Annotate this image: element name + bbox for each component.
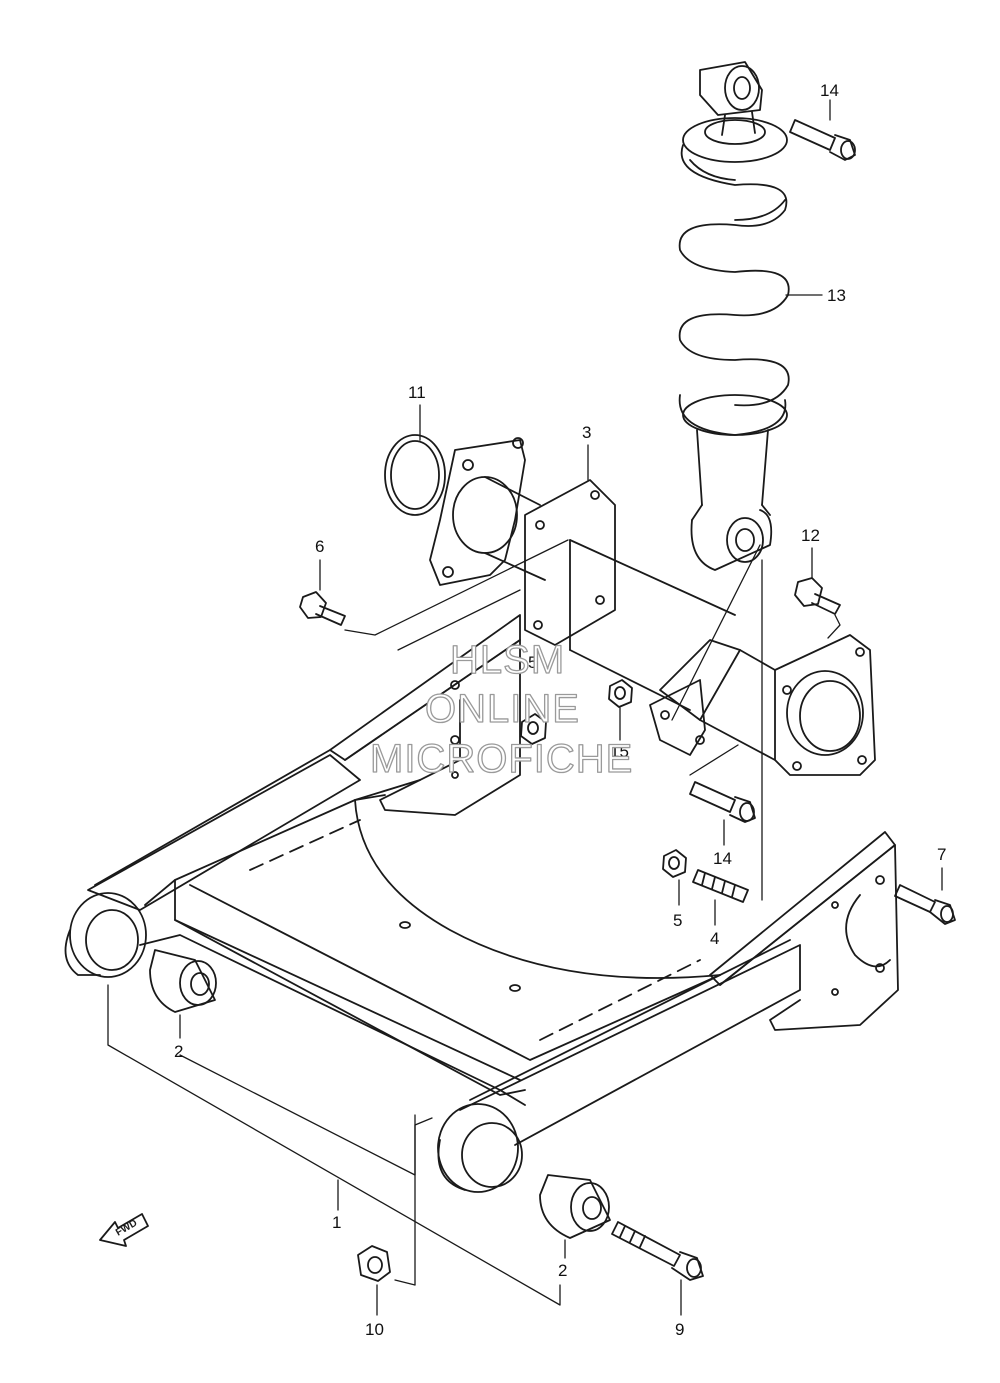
watermark-line3: MICROFICHE <box>370 737 633 781</box>
bushing-right <box>540 1175 610 1238</box>
watermark: HLSM ONLINE MICROFICHE <box>369 637 633 781</box>
bolt-7 <box>895 885 955 924</box>
nut-10 <box>358 1246 390 1281</box>
right-shock-bracket <box>710 832 898 1030</box>
watermark-line1: HLSM <box>450 638 565 682</box>
callout-5a: 5 <box>528 653 537 672</box>
nut-5-upper <box>521 714 546 744</box>
bolt-9 <box>612 1222 703 1280</box>
bushing-left <box>150 950 216 1012</box>
bolt-4 <box>693 870 748 902</box>
callout-13: 13 <box>827 286 846 305</box>
rear-shock-absorber <box>680 62 789 570</box>
callout-10: 10 <box>365 1320 384 1339</box>
callout-1: 1 <box>332 1213 341 1232</box>
watermark-line2: ONLINE <box>425 687 580 731</box>
callout-2a: 2 <box>174 1042 183 1061</box>
bolt-14-top <box>790 120 855 160</box>
callout-3: 3 <box>582 423 591 442</box>
left-shock-bracket <box>330 615 520 815</box>
bolt-14-lower <box>690 782 755 822</box>
callout-12: 12 <box>801 526 820 545</box>
swingarm <box>66 750 801 1192</box>
callout-6: 6 <box>315 537 324 556</box>
callout-15: 15 <box>610 742 629 761</box>
nut-15 <box>609 680 632 707</box>
callout-11: 11 <box>408 383 426 402</box>
fwd-arrow-icon: FWD <box>99 1213 149 1247</box>
bolt-12 <box>795 578 840 614</box>
callout-2b: 2 <box>558 1261 567 1280</box>
axle-housing <box>430 438 875 775</box>
callout-4: 4 <box>710 929 719 948</box>
callout-5b: 5 <box>673 911 682 930</box>
callout-14a: 14 <box>820 81 839 100</box>
callout-7: 7 <box>937 845 946 864</box>
callouts: 14 13 11 3 12 6 5 15 14 7 5 4 2 1 2 10 9 <box>174 81 946 1339</box>
o-ring <box>385 435 445 515</box>
callout-14b: 14 <box>713 849 732 868</box>
bolt-6 <box>300 592 345 625</box>
leader-lines <box>107 99 943 1316</box>
callout-9: 9 <box>675 1320 684 1339</box>
nut-5-lower <box>663 850 686 877</box>
